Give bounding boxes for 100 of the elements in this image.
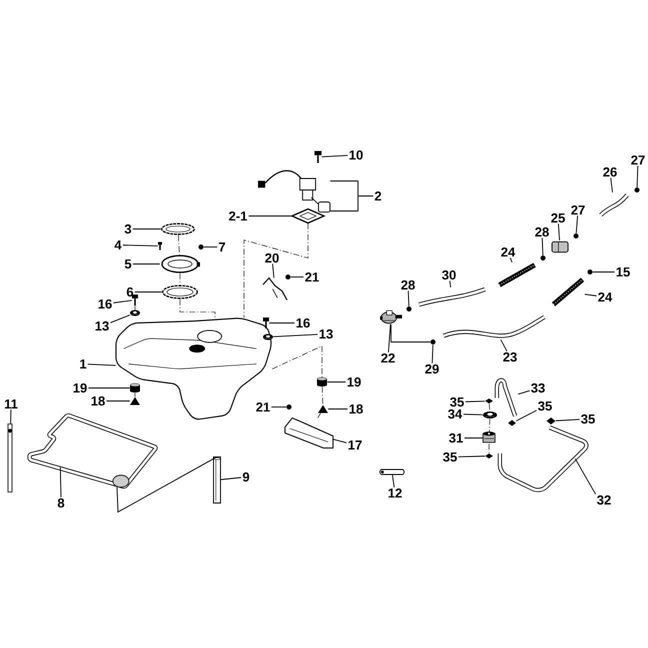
leader-line (332, 438, 348, 444)
leader-line (272, 334, 318, 338)
leader-line (574, 458, 596, 495)
fuel-pump-drawing (258, 170, 330, 213)
washer-drawing (263, 334, 273, 340)
bolt-drawing (314, 151, 322, 163)
clip-drawing (286, 274, 290, 280)
clip-drawing (508, 420, 516, 426)
callout-number: 6 (126, 287, 134, 297)
leader-line (464, 400, 486, 402)
ring-drawing (161, 223, 195, 235)
strap-drawing (8, 424, 12, 492)
leader-line (500, 339, 508, 352)
clip-drawing (588, 270, 592, 274)
washer-drawing (130, 310, 140, 316)
washer-drawing (483, 412, 497, 418)
leader-line (122, 244, 158, 246)
leader-line (272, 263, 274, 278)
leader-line (132, 228, 162, 230)
leader-line (542, 237, 544, 256)
leader-line (330, 180, 374, 212)
leader-line (10, 409, 12, 424)
callout-number: 23 (503, 352, 517, 362)
callout-number: 15 (616, 267, 630, 277)
grommet-drawing (317, 377, 327, 386)
hose-drawing (418, 287, 486, 307)
filter-drawing (552, 241, 568, 253)
leader-line (87, 364, 116, 366)
callout-number: 21 (256, 402, 270, 412)
callout-number: 5 (124, 259, 132, 269)
callout-number: 20 (265, 253, 279, 263)
fuel-cock-drawing (380, 310, 402, 324)
callout-number: 17 (348, 440, 362, 450)
bracket-drawing (262, 277, 288, 300)
leader-line (290, 276, 304, 278)
leader-line (116, 456, 218, 513)
callout-number: 30 (442, 270, 456, 280)
callout-number: 1 (80, 360, 86, 368)
assembly-line (318, 412, 321, 418)
assembly-line (488, 418, 490, 433)
callout-number: 35 (450, 397, 464, 407)
callout-number: 18 (92, 396, 105, 406)
leader-line (328, 408, 348, 410)
clip-drawing (286, 404, 292, 410)
collar-drawing (318, 405, 328, 413)
grommet-drawing (130, 383, 140, 392)
valve-drawing (482, 432, 496, 443)
callout-number: 18 (350, 404, 363, 414)
leader-line (268, 322, 296, 324)
clip-drawing (406, 306, 412, 312)
callout-number: 27 (571, 205, 585, 215)
callout-number: 35 (443, 452, 457, 462)
leader-line (112, 300, 132, 304)
callout-number: 27 (631, 155, 645, 165)
leader-line (390, 324, 431, 342)
clip-drawing (485, 398, 493, 404)
assembly-line (322, 386, 324, 406)
callout-number: 9 (242, 472, 250, 482)
callout-number: 10 (350, 150, 363, 160)
callout-number: 34 (448, 409, 462, 419)
leader-line (576, 215, 578, 234)
clip-drawing (546, 418, 556, 424)
tube-drawing (213, 456, 221, 504)
leader-line (518, 390, 530, 395)
callout-number: 13 (96, 321, 109, 331)
bolt-drawing (158, 242, 162, 250)
leader-line (516, 410, 538, 422)
leader-line (458, 456, 486, 458)
leader-line (408, 290, 410, 307)
leader-line (636, 165, 638, 188)
callout-number: 24 (598, 292, 612, 302)
callout-number: 13 (320, 329, 333, 339)
callout-number: 19 (348, 377, 361, 387)
leader-line (555, 419, 580, 422)
leader-line (510, 257, 512, 263)
collar-drawing (130, 397, 140, 405)
clip-drawing (634, 188, 640, 192)
flange-drawing (161, 255, 200, 273)
assembly-line (134, 305, 136, 310)
callout-number: 28 (535, 227, 549, 237)
leader-line (321, 155, 348, 158)
leader-line (60, 466, 62, 498)
callout-number: 29 (425, 364, 439, 374)
hose-drawing (599, 194, 629, 217)
clip-drawing (540, 256, 546, 260)
callout-number: 35 (538, 401, 552, 411)
hose-drawing (552, 278, 584, 306)
clip-drawing (198, 244, 204, 250)
callout-number: 16 (296, 318, 310, 328)
leader-line (432, 344, 434, 364)
ring-drawing (162, 285, 198, 299)
clip-drawing (430, 340, 436, 344)
callout-number: 32 (597, 495, 611, 505)
callout-number: 12 (388, 488, 402, 498)
callout-number: 19 (74, 383, 87, 393)
assembly-line (178, 234, 180, 256)
callout-number: 33 (531, 383, 545, 393)
leader-line (584, 294, 598, 296)
rod-drawing (380, 469, 404, 475)
callout-number: 3 (124, 224, 132, 234)
